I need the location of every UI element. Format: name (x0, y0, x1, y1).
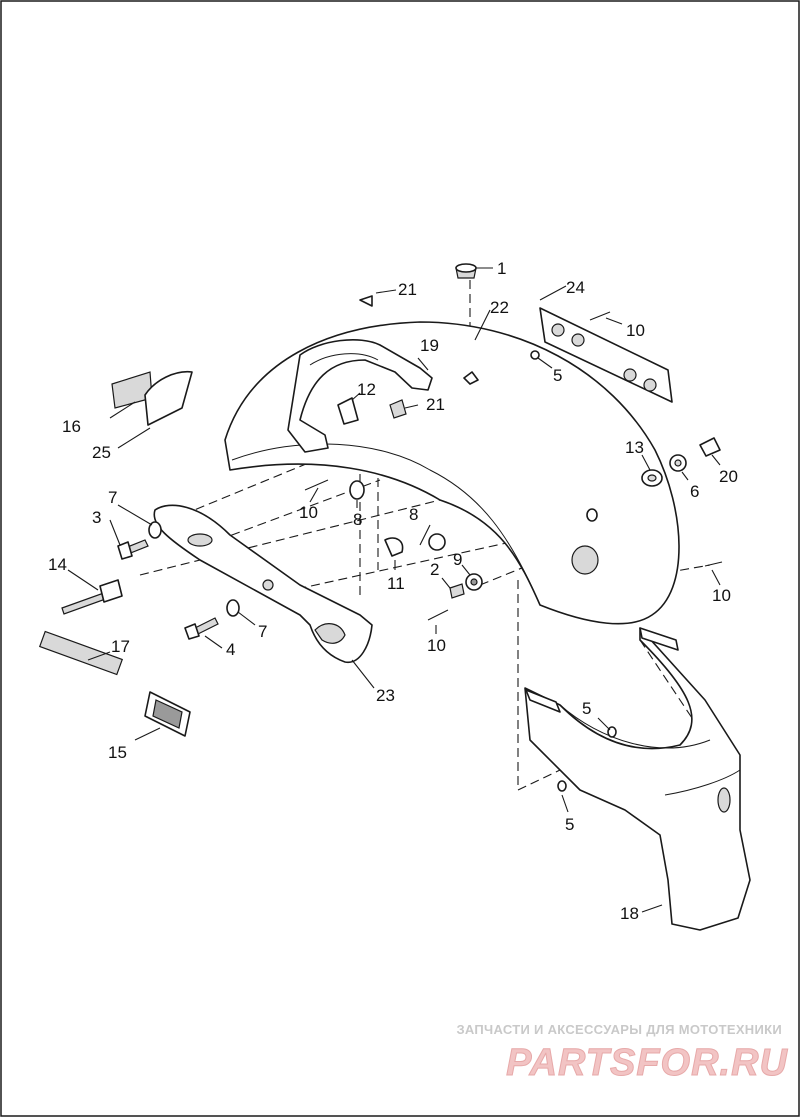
washers-7 (148, 521, 240, 617)
fender-support-bracket (287, 339, 433, 453)
callout-21-lower: 21 (426, 395, 445, 414)
callout-17: 17 (111, 637, 130, 656)
reflectors (111, 370, 193, 426)
watermark-logo: PARTSFOR.RU (506, 1042, 788, 1084)
callout-7-upper: 7 (108, 488, 117, 507)
callout-16: 16 (62, 417, 81, 436)
callout-2: 2 (430, 560, 439, 579)
rear-fender (224, 321, 680, 625)
callout-3: 3 (92, 508, 101, 527)
mounting-stud (61, 579, 123, 615)
trim-strip (38, 630, 124, 676)
callout-23: 23 (376, 686, 395, 705)
leader-lines (67, 267, 721, 913)
callout-10-bottom: 10 (427, 636, 446, 655)
watermark-tagline: ЗАПЧАСТИ И АКСЕССУАРЫ ДЛЯ МОТОТЕХНИКИ (456, 1022, 782, 1037)
callout-5-middle: 5 (582, 699, 591, 718)
callout-12: 12 (357, 380, 376, 399)
callout-20: 20 (719, 467, 738, 486)
callout-5-lower: 5 (565, 815, 574, 834)
callout-10-left: 10 (299, 503, 318, 522)
callout-24: 24 (566, 278, 585, 297)
callout-15: 15 (108, 743, 127, 762)
callout-1: 1 (497, 259, 506, 278)
callout-labels: 1 2 3 4 5 5 5 6 7 7 8 8 9 10 10 10 10 11… (48, 259, 738, 923)
watermark: ЗАПЧАСТИ И АКСЕССУАРЫ ДЛЯ МОТОТЕХНИКИ PA… (456, 1022, 788, 1085)
callout-10-right: 10 (712, 586, 731, 605)
callout-21-top: 21 (398, 280, 417, 299)
small-hardware (304, 263, 723, 792)
light-bracket (539, 307, 673, 403)
callout-19: 19 (420, 336, 439, 355)
callout-25: 25 (92, 443, 111, 462)
callout-5-upper: 5 (553, 366, 562, 385)
callout-6: 6 (690, 482, 699, 501)
screws (117, 539, 219, 640)
side-rail (153, 504, 373, 663)
callout-10-top: 10 (626, 321, 645, 340)
callout-13: 13 (625, 438, 644, 457)
callout-8-left: 8 (353, 510, 362, 529)
callout-11: 11 (387, 574, 405, 593)
callout-22: 22 (490, 298, 509, 317)
callout-18: 18 (620, 904, 639, 923)
lower-fender-extension (524, 627, 751, 931)
callout-4: 4 (226, 640, 235, 659)
callout-8-right: 8 (409, 505, 418, 524)
callout-7-lower: 7 (258, 622, 267, 641)
callout-14: 14 (48, 555, 67, 574)
callout-9: 9 (453, 550, 462, 569)
reflector-plate (144, 691, 191, 737)
